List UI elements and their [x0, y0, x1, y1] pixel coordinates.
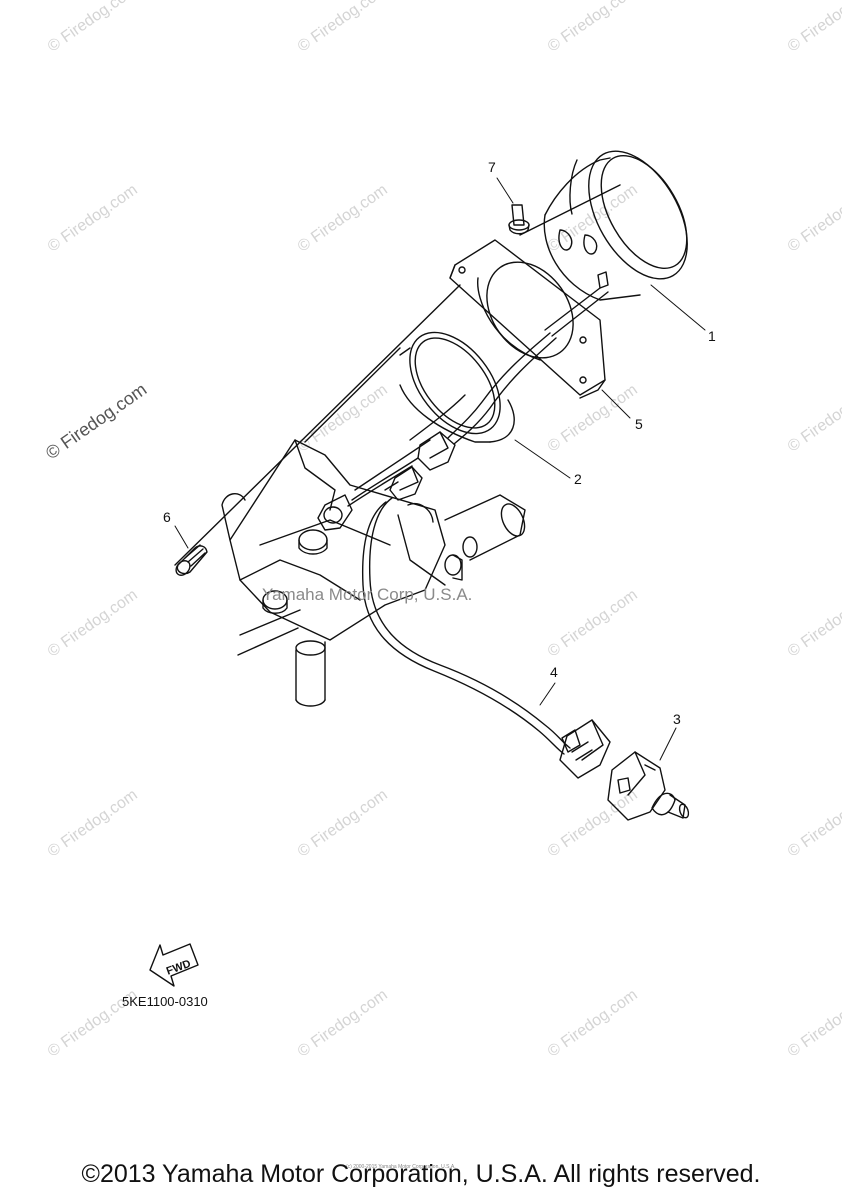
gauge-meter: [543, 150, 688, 337]
screw-7: [508, 204, 530, 235]
callout-5: 5: [635, 416, 643, 432]
gauge-wire-harness: [409, 332, 557, 445]
copyright-footer: ©2013 Yamaha Motor Corporation, U.S.A. A…: [81, 1160, 761, 1188]
lead-coupler: [559, 719, 611, 779]
post: [295, 640, 326, 707]
gauge-bracket-plate: [449, 239, 606, 399]
sensor-lead: [361, 497, 581, 755]
wire-connectors: [384, 431, 456, 501]
callout-7: 7: [488, 159, 496, 175]
callout-4: 4: [550, 664, 558, 680]
fine-print: (c) 2000-2015 Yamaha Motor Corporation, …: [346, 1164, 456, 1170]
gauge-ring: [399, 331, 515, 443]
callout-6: 6: [163, 509, 171, 525]
bracket-nuts: [262, 529, 463, 614]
callout-2: 2: [574, 471, 582, 487]
leader-lines: [174, 177, 706, 761]
callout-1: 1: [708, 328, 716, 344]
center-watermark: Yamaha Motor Corp, U.S.A.: [262, 585, 473, 604]
sensor: [607, 751, 690, 821]
mounting-bracket: [221, 439, 446, 641]
part-code: 5KE1100-0310: [122, 994, 208, 1009]
fwd-arrow-icon: [149, 943, 199, 987]
callout-3: 3: [673, 711, 681, 727]
bolt-6: [175, 544, 208, 576]
assembly-outline: [174, 184, 621, 566]
cross-tube: [237, 494, 526, 656]
cable-nut: [317, 457, 419, 531]
fwd-label: FWD: [165, 958, 193, 978]
